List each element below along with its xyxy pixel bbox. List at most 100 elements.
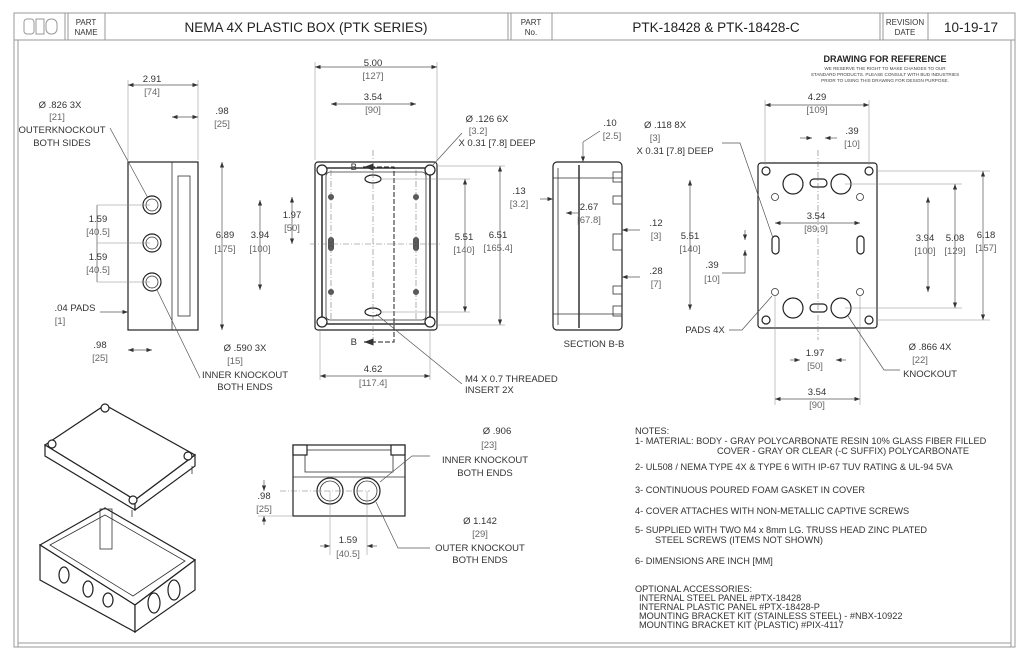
svg-text:5.51: 5.51 xyxy=(681,231,700,242)
end-outer-knockout-callout: Ø 1.142 xyxy=(463,516,497,527)
svg-text:.98: .98 xyxy=(215,106,228,117)
svg-text:BOTH ENDS: BOTH ENDS xyxy=(452,555,507,566)
svg-text:STEEL SCREWS (ITEMS NOT SHOWN): STEEL SCREWS (ITEMS NOT SHOWN) xyxy=(655,535,823,545)
svg-text:6.89: 6.89 xyxy=(216,230,235,241)
svg-text:.04 PADS: .04 PADS xyxy=(54,303,95,314)
insert-callout: M4 X 0.7 THREADED xyxy=(465,374,558,385)
svg-text:5.08: 5.08 xyxy=(946,233,965,244)
svg-text:[140]: [140] xyxy=(679,244,700,255)
svg-text:[21]: [21] xyxy=(49,112,65,123)
svg-text:.10: .10 xyxy=(603,118,616,129)
part-name-label: PART xyxy=(76,18,97,27)
svg-text:3.94: 3.94 xyxy=(916,233,935,244)
svg-text:BOTH ENDS: BOTH ENDS xyxy=(457,468,512,479)
svg-text:INSERT 2X: INSERT 2X xyxy=(465,385,514,396)
svg-text:[100]: [100] xyxy=(249,244,270,255)
svg-text:[50]: [50] xyxy=(807,361,823,372)
part-number: PTK-18428 & PTK-18428-C xyxy=(632,20,800,35)
svg-text:[3]: [3] xyxy=(651,231,662,242)
revision-label: REVISION xyxy=(886,18,924,27)
svg-text:No.: No. xyxy=(525,28,537,37)
svg-text:COVER - GRAY OR CLEAR (-C SUFF: COVER - GRAY OR CLEAR (-C SUFFIX) POLYCA… xyxy=(717,446,969,456)
svg-text:[109]: [109] xyxy=(806,105,827,116)
svg-text:X 0.31 [7.8] DEEP: X 0.31 [7.8] DEEP xyxy=(458,138,535,149)
knockout-callout: Ø .866 4X xyxy=(909,342,952,353)
svg-text:1.97: 1.97 xyxy=(806,348,825,359)
svg-text:[3.2]: [3.2] xyxy=(510,199,529,210)
svg-text:MOUNTING BRACKET KIT (STAINLES: MOUNTING BRACKET KIT (STAINLESS STEEL) -… xyxy=(639,611,902,621)
svg-text:5.51: 5.51 xyxy=(455,232,474,243)
svg-text:.28: .28 xyxy=(649,266,662,277)
end-inner-knockout-callout: Ø .906 xyxy=(483,426,512,437)
svg-text:.98: .98 xyxy=(93,340,106,351)
svg-text:OUTER KNOCKOUT: OUTER KNOCKOUT xyxy=(435,543,525,554)
svg-text:[67.8]: [67.8] xyxy=(577,215,601,226)
svg-text:.39: .39 xyxy=(845,126,858,137)
svg-text:[3.2]: [3.2] xyxy=(469,126,488,137)
back-holes-callout: Ø .118 8X xyxy=(644,120,687,131)
svg-text:[40.5]: [40.5] xyxy=(86,265,110,276)
svg-text:.98: .98 xyxy=(257,491,270,502)
svg-text:INTERNAL PLASTIC PANEL #PTX-18: INTERNAL PLASTIC PANEL #PTX-18428-P xyxy=(639,602,820,612)
svg-text:[22]: [22] xyxy=(912,355,928,366)
svg-text:[29]: [29] xyxy=(472,529,488,540)
svg-text:2- UL508 / NEMA TYPE 4X & TYPE: 2- UL508 / NEMA TYPE 4X & TYPE 6 WITH IP… xyxy=(635,462,954,472)
svg-text:6.51: 6.51 xyxy=(489,230,508,241)
section-mark-top: B xyxy=(351,162,357,173)
outer-knockout-callout: Ø .826 3X xyxy=(39,100,82,111)
svg-text:3- CONTINUOUS POURED FOAM GASK: 3- CONTINUOUS POURED FOAM GASKET IN COVE… xyxy=(635,485,865,495)
svg-text:1- MATERIAL: BODY - GRAY POLY: 1- MATERIAL: BODY - GRAY POLYCARBONATE R… xyxy=(635,436,987,446)
reference-notice: DRAWING FOR REFERENCE WE RESERVE THE RIG… xyxy=(811,54,959,83)
svg-text:2.67: 2.67 xyxy=(580,202,599,213)
svg-text:[25]: [25] xyxy=(214,119,230,130)
svg-text:4.29: 4.29 xyxy=(808,92,827,103)
isometric-view xyxy=(38,403,197,634)
svg-text:[2.5]: [2.5] xyxy=(603,131,622,142)
bud-logo xyxy=(23,18,58,35)
svg-text:3.54: 3.54 xyxy=(807,211,826,222)
svg-text:[129]: [129] xyxy=(944,246,965,257)
svg-text:[40.5]: [40.5] xyxy=(336,549,360,560)
svg-text:X 0.31 [7.8] DEEP: X 0.31 [7.8] DEEP xyxy=(636,146,713,157)
svg-text:1.97: 1.97 xyxy=(283,210,302,221)
svg-text:3.54: 3.54 xyxy=(364,92,383,103)
section-mark-bottom: B xyxy=(351,337,357,348)
svg-text:[127]: [127] xyxy=(362,71,383,82)
svg-text:[157]: [157] xyxy=(975,243,996,254)
svg-text:1.59: 1.59 xyxy=(89,252,108,263)
svg-text:[140]: [140] xyxy=(453,245,474,256)
svg-text:INNER KNOCKOUT: INNER KNOCKOUT xyxy=(202,370,288,381)
svg-text:BOTH SIDES: BOTH SIDES xyxy=(33,138,91,149)
svg-text:[117.4]: [117.4] xyxy=(359,378,387,389)
svg-text:[100]: [100] xyxy=(914,246,935,257)
svg-text:4- COVER ATTACHES WITH NON-MET: 4- COVER ATTACHES WITH NON-METALLIC CAPT… xyxy=(635,506,909,516)
svg-text:[175]: [175] xyxy=(214,244,235,255)
notes: NOTES: 1- MATERIAL: BODY - GRAY POLYCARB… xyxy=(635,426,987,630)
svg-text:[23]: [23] xyxy=(481,440,497,451)
svg-text:[40.5]: [40.5] xyxy=(86,227,110,238)
front-view: B B 5.00 [127] 3.54 [90] Ø .126 6X [3.2]… xyxy=(283,58,558,396)
svg-text:6.18: 6.18 xyxy=(977,230,996,241)
svg-text:[74]: [74] xyxy=(144,87,160,98)
svg-text:[3]: [3] xyxy=(650,133,661,144)
svg-text:INTERNAL STEEL PANEL #PTX-1842: INTERNAL STEEL PANEL #PTX-18428 xyxy=(639,593,801,603)
svg-text:PRIOR TO USING THIS DRAWING FO: PRIOR TO USING THIS DRAWING FOR DESIGN P… xyxy=(821,78,949,83)
end-view: Ø .906 [23] INNER KNOCKOUT BOTH ENDS .98… xyxy=(256,426,528,566)
svg-text:[89.9]: [89.9] xyxy=(804,224,828,235)
svg-text:[10]: [10] xyxy=(704,274,720,285)
svg-text:.13: .13 xyxy=(512,186,525,197)
svg-text:1.59: 1.59 xyxy=(89,214,108,225)
svg-text:[10]: [10] xyxy=(844,139,860,150)
svg-text:WE RESERVE THE RIGHT TO MAKE C: WE RESERVE THE RIGHT TO MAKE CHANGES TO … xyxy=(824,66,946,71)
svg-text:2.91: 2.91 xyxy=(143,74,162,85)
svg-text:1.59: 1.59 xyxy=(339,535,358,546)
svg-text:[1]: [1] xyxy=(55,316,66,327)
pads-callout: PADS 4X xyxy=(685,325,725,336)
svg-text:BOTH ENDS: BOTH ENDS xyxy=(217,382,272,393)
svg-text:MOUNTING BRACKET KIT (PLASTIC): MOUNTING BRACKET KIT (PLASTIC) #PIX-4117 xyxy=(639,620,844,630)
svg-text:[165.4]: [165.4] xyxy=(483,243,512,254)
inner-knockout-callout: Ø .590 3X xyxy=(224,343,267,354)
svg-text:[25]: [25] xyxy=(256,504,272,515)
svg-text:STANDARD PRODUCTS. PLEASE CONS: STANDARD PRODUCTS. PLEASE CONSULT WITH B… xyxy=(811,72,959,77)
accessories-heading: OPTIONAL ACCESSORIES: xyxy=(635,584,752,594)
